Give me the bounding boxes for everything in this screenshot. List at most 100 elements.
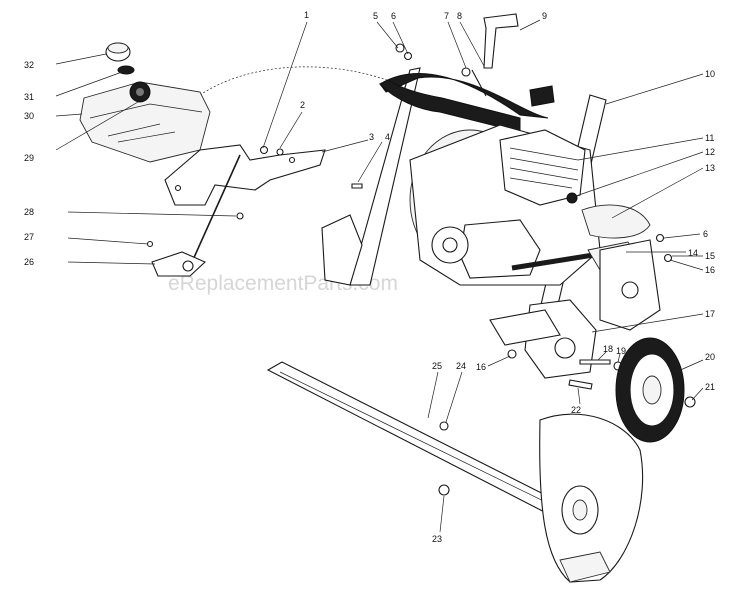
choke-rod (191, 154, 241, 263)
leader-11 (577, 137, 704, 161)
lower-bracket (489, 309, 561, 346)
leader-30 (55, 113, 83, 117)
cylinder-fins (509, 147, 579, 189)
leader-5 (376, 21, 399, 49)
choke-linkage (146, 154, 244, 277)
callout-23: 23 (432, 534, 442, 544)
callout-14: 14 (688, 248, 698, 258)
callout-27: 27 (24, 232, 34, 242)
skid-shoe (559, 551, 611, 583)
callout-25: 25 (432, 361, 442, 371)
callout-28: 28 (24, 207, 34, 217)
muffler-guard (581, 204, 651, 239)
tank-support-bracket (164, 144, 326, 206)
leader-28 (67, 211, 237, 217)
bracket-hole (288, 156, 296, 164)
screw-28 (236, 212, 244, 220)
handle-nut (395, 43, 405, 53)
tank-bracket (164, 144, 363, 206)
leader-26 (67, 261, 156, 265)
fuel-tank-ridge-2 (107, 123, 176, 143)
leader-18 (597, 351, 607, 361)
bolt-1 (259, 145, 269, 155)
callout-1: 1 (304, 10, 309, 20)
leader-16b (669, 259, 704, 271)
leader-19 (617, 353, 621, 363)
nut-16a (507, 349, 517, 359)
callout-labels: 1 2 3 4 5 6 6 7 8 9 10 11 12 13 14 15 16… (24, 10, 715, 544)
callout-19: 19 (616, 346, 626, 356)
fuel-tank-ridge (89, 103, 203, 119)
choke-pivot (182, 260, 194, 272)
fuel-tank-assembly (79, 42, 211, 163)
leader-16a (487, 355, 511, 367)
callout-15: 15 (705, 251, 715, 261)
leader-6a (392, 21, 409, 55)
callout-29: 29 (24, 153, 34, 163)
callout-16: 16 (705, 265, 715, 275)
callout-9: 9 (542, 11, 547, 21)
callout-20: 20 (705, 352, 715, 362)
callout-10: 10 (705, 69, 715, 79)
callout-12: 12 (705, 147, 715, 157)
muffler-ring-12 (566, 192, 578, 204)
auger-bearing-hub (572, 499, 588, 521)
scraper-assembly (266, 361, 644, 583)
choke-cable (471, 69, 487, 97)
callout-16: 16 (476, 362, 486, 372)
leader-4 (357, 141, 383, 183)
bolt-4 (351, 183, 363, 189)
scraper-bar-edge (279, 371, 567, 513)
t-handle (483, 13, 519, 69)
callout-18: 18 (603, 344, 613, 354)
leader-8 (459, 21, 485, 67)
callout-32: 32 (24, 60, 34, 70)
callout-2: 2 (300, 100, 305, 110)
bolt-22 (568, 379, 593, 390)
callout-21: 21 (705, 382, 715, 392)
mounting-hole (554, 337, 576, 359)
cylinder-head (499, 129, 586, 206)
housing (489, 204, 673, 379)
engine (409, 85, 613, 286)
leader-lines (55, 19, 704, 533)
leader-27 (67, 237, 149, 245)
callout-30: 30 (24, 111, 34, 121)
handle-nut (403, 51, 413, 61)
fuel-tank-filler-ring (136, 88, 144, 96)
handle-left-plate (321, 214, 363, 286)
nut-23 (438, 484, 450, 496)
choke-handle (461, 13, 519, 97)
leader-21 (691, 387, 704, 401)
handle-left-tube (349, 67, 421, 286)
leader-13 (611, 167, 704, 219)
leader-20 (675, 359, 704, 373)
handle-grip (379, 79, 521, 133)
leader-1 (262, 21, 308, 149)
wheel-hub (642, 375, 662, 405)
callout-24: 24 (456, 361, 466, 371)
leader-25 (427, 371, 439, 419)
leader-32 (55, 53, 107, 65)
callout-31: 31 (24, 92, 34, 102)
callout-8: 8 (457, 11, 462, 21)
leader-22 (577, 387, 581, 405)
handle-crossbar (379, 72, 549, 119)
leader-31 (55, 71, 123, 97)
screw-27 (146, 240, 154, 248)
cable-clip (461, 67, 471, 77)
leader-12 (575, 151, 704, 197)
leader-6b (663, 233, 701, 239)
bolt-2 (276, 148, 284, 156)
leader-10 (605, 73, 704, 105)
callout-5: 5 (373, 11, 378, 21)
leader-23 (439, 495, 445, 533)
callout-22: 22 (571, 405, 581, 415)
side-plate-hole (621, 281, 639, 299)
carriage-bolt-24 (439, 421, 449, 431)
leader-9 (519, 19, 541, 31)
callout-13: 13 (705, 163, 715, 173)
bolt-18 (579, 359, 611, 365)
leader-3 (321, 139, 369, 153)
